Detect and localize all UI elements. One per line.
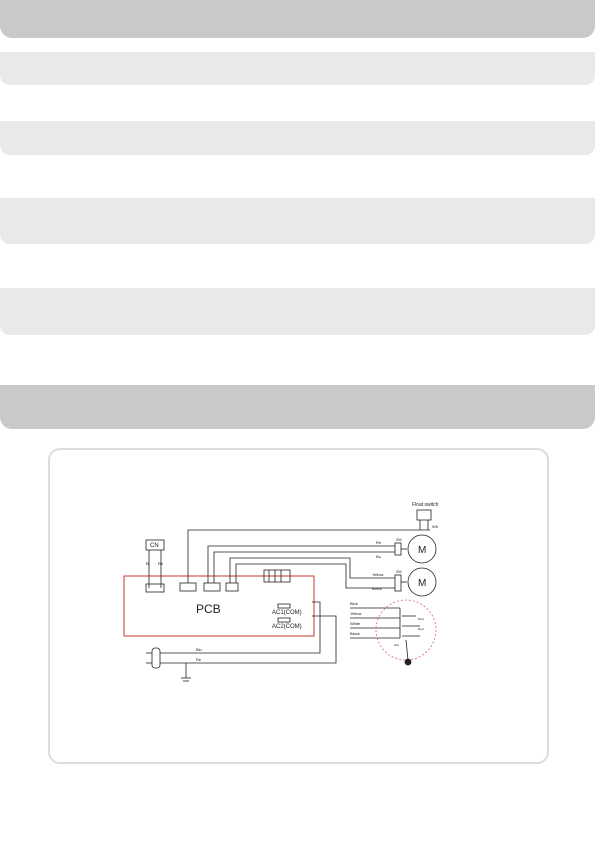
section-band-2 [0,121,595,155]
sensor-ring [375,599,437,661]
pcb-connector-2 [203,582,221,592]
float-switch-label: Float switch [412,502,439,508]
wire-re-plug-label: Re [196,657,202,662]
section-band-1 [0,52,595,85]
wire-bu-plug-label: Blu [196,647,202,652]
wire-re-motor-label: Re [376,540,382,545]
wire-re-label: Re [158,561,164,566]
pcb-label: PCB [196,602,221,616]
motor-2-pin-label: 2M [396,569,402,574]
wire-bl-label: Bl [146,561,150,566]
wiring-diagram: M M Float switch CN PCB AC1(COM) AC2(COM… [123,502,439,682]
ac2-terminal [277,617,291,623]
float-switch [416,509,432,521]
wire-bu-motor-label: Bu [376,554,381,559]
power-plug [151,647,161,669]
motor-1 [407,534,437,564]
ac1-terminal [277,603,291,609]
wire-yellow-1-label: Yellow [372,572,384,577]
wire-wh-label: Wh [432,524,438,529]
wire-white-label: White [350,621,361,626]
motor-1-pin-label: 2M [396,537,402,542]
ac2-label: AC2(COM) [272,624,302,630]
pcb-board [123,575,315,637]
capacitor-label-1: Red [418,617,424,621]
wire-black-1-label: Black [372,586,382,591]
header-bar-bottom [0,385,595,429]
sensor-bulb [404,658,412,666]
ac1-label: AC1(COM) [272,610,302,616]
capacitor-label-2: Red [418,627,424,631]
motor-1-symbol: M [418,545,426,556]
pcb-connector-3 [225,582,239,592]
wire-yellow-2-label: Yellow [350,611,362,616]
motor-2 [407,567,437,597]
pcb-connector-4 [263,569,291,583]
cn-connector [145,539,165,551]
cn-label: CN [150,543,159,549]
pcb-connector-1 [179,582,197,592]
capacitor-label-3: 2uF [394,643,399,647]
section-band-4 [0,288,595,335]
header-bar-top [0,0,595,38]
wire-black-2-label: Black [350,631,360,636]
wiring-diagram-frame: M M Float switch CN PCB AC1(COM) AC2(COM… [48,448,549,764]
wire-blue-label: Blue [350,601,359,606]
motor-2-symbol: M [418,578,426,589]
section-band-3 [0,198,595,244]
